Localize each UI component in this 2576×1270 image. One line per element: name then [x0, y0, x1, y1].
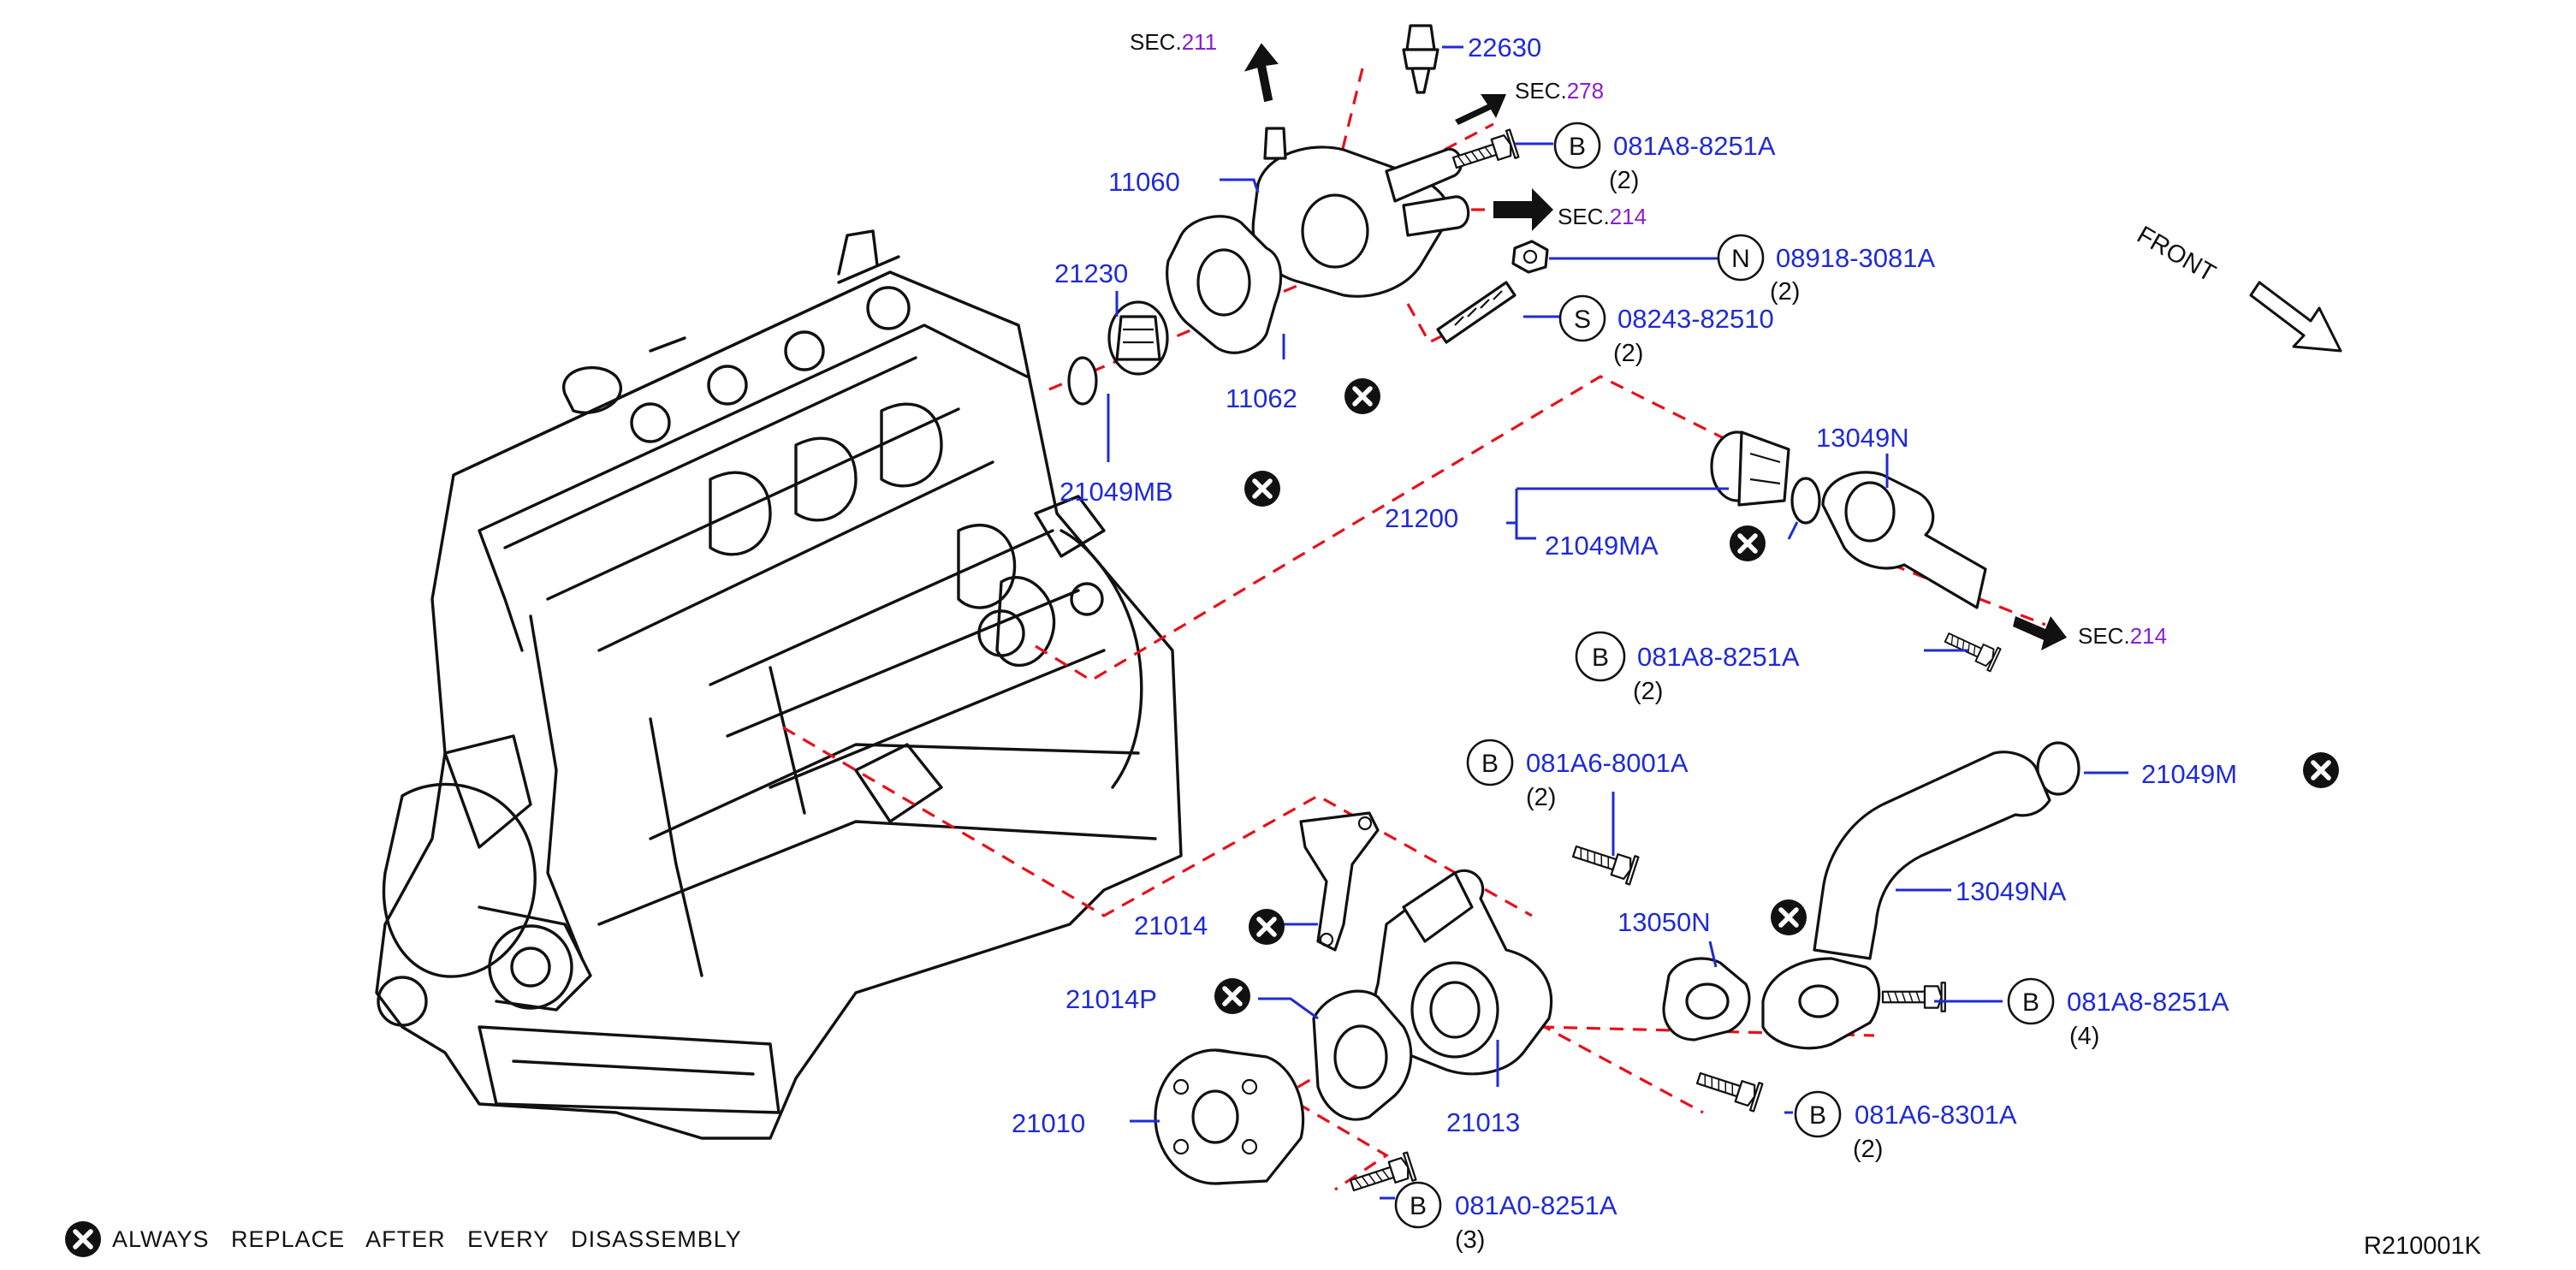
part-label-11062: 11062 [1226, 383, 1297, 413]
label-leader-lines [1107, 45, 2128, 1200]
x-circle-icon [1730, 525, 1766, 561]
sec-278-ref[interactable]: SEC.278 [1515, 78, 1604, 104]
part-label-21013: 21013 [1446, 1107, 1520, 1137]
sec-211-ref[interactable]: SEC.211 [1130, 29, 1217, 55]
part-label-21014: 21014 [1134, 911, 1208, 941]
svg-text:B: B [1410, 1192, 1427, 1220]
fastener-callout-6: B 081A8-8251A (4) [2007, 977, 2229, 1050]
thermostat-21200 [1710, 430, 1790, 507]
x-circle-icon [1344, 378, 1380, 414]
svg-text:081A8-8251A: 081A8-8251A [1613, 131, 1776, 161]
sec-214-ref-right[interactable]: SEC.214 [2078, 623, 2167, 649]
part-label-21010: 21010 [1012, 1108, 1085, 1138]
arrow-to-sec278 [1455, 94, 1506, 125]
x-circle-icon [1214, 978, 1250, 1014]
svg-text:B: B [2022, 988, 2039, 1017]
svg-text:N: N [1731, 245, 1750, 273]
o-ring-21049M [2036, 741, 2080, 796]
svg-text:081A8-8251A: 081A8-8251A [1637, 642, 1800, 672]
nut-08918 [1511, 240, 1549, 274]
gasket-13050N [1662, 957, 1751, 1042]
svg-text:(2): (2) [1770, 278, 1800, 306]
legend-text: ALWAYS REPLACE AFTER EVERY DISASSEMBLY [112, 1226, 742, 1252]
gasket-11062 [1166, 215, 1283, 354]
water-inlet-13049N [1821, 471, 1987, 609]
engine-assembly [375, 229, 1183, 1140]
fastener-callout-4: B 081A8-8251A (2) [1575, 631, 1800, 705]
svg-text:081A6-8301A: 081A6-8301A [1855, 1100, 2017, 1130]
sec-214-ref-top[interactable]: SEC.214 [1558, 204, 1647, 229]
water-outlet-11060 [1251, 127, 1470, 298]
o-ring-21049MA [1790, 477, 1821, 525]
arrow-to-sec211 [1243, 43, 1279, 103]
fastener-callout-3: S 08243-82510 (2) [1558, 294, 1774, 367]
svg-text:(2): (2) [1853, 1136, 1883, 1163]
part-label-13049N: 13049N [1816, 423, 1909, 453]
o-ring-21049MB [1067, 356, 1098, 406]
x-circle-icon [1771, 899, 1807, 935]
temperature-sensor-22630 [1402, 24, 1439, 94]
svg-text:B: B [1569, 133, 1586, 161]
x-circle-icon [2303, 752, 2339, 788]
front-label: FRONT [2133, 221, 2221, 288]
x-circle-icon [65, 1221, 101, 1257]
gasket-21014P [1312, 989, 1413, 1121]
bolt-081A8-right [1940, 625, 2002, 673]
part-label-13050N: 13050N [1617, 907, 1711, 937]
svg-text:B: B [1592, 644, 1609, 672]
part-label-21200: 21200 [1385, 503, 1458, 533]
svg-text:(4): (4) [2069, 1023, 2099, 1050]
stud-08243 [1436, 281, 1517, 344]
svg-text:(2): (2) [1526, 784, 1556, 811]
x-circle-icon [1244, 471, 1280, 507]
svg-text:(2): (2) [1633, 678, 1663, 705]
water-pipe-13049NA [1761, 751, 2051, 1050]
gasket-21014 [1299, 811, 1380, 952]
svg-text:08243-82510: 08243-82510 [1617, 304, 1774, 334]
svg-text:S: S [1574, 306, 1591, 334]
bolt-081A8-8251A-lower [1881, 982, 1946, 1012]
diagram-id: R210001K [2364, 1232, 2482, 1260]
fastener-callout-2: N 08918-3081A (2) [1717, 234, 1935, 306]
svg-text:081A0-8251A: 081A0-8251A [1455, 1190, 1617, 1220]
water-pump-housing-21013 [1373, 869, 1553, 1076]
arrow-to-sec214-right [2013, 616, 2067, 650]
part-label-21049MB: 21049MB [1059, 477, 1173, 507]
part-label-21230: 21230 [1054, 258, 1128, 288]
front-direction-arrow [2249, 281, 2342, 353]
bolt-081A6-8001A [1569, 836, 1640, 886]
fastener-callout-7: B 081A6-8301A (2) [1794, 1090, 2017, 1163]
part-label-21049M: 21049M [2141, 759, 2237, 789]
part-label-13049NA: 13049NA [1956, 876, 2067, 906]
svg-text:08918-3081A: 08918-3081A [1776, 243, 1935, 273]
fastener-callout-1: B 081A8-8251A (2) [1553, 122, 1776, 194]
svg-text:B: B [1809, 1101, 1826, 1130]
x-circle-icon [1249, 909, 1285, 945]
fastener-callout-5: B 081A6-8001A (2) [1466, 739, 1689, 811]
svg-text:B: B [1481, 750, 1499, 778]
svg-text:(2): (2) [1613, 340, 1643, 367]
fastener-callout-8: B 081A0-8251A (3) [1394, 1181, 1617, 1254]
part-label-21049MA: 21049MA [1545, 531, 1659, 561]
svg-text:081A8-8251A: 081A8-8251A [2067, 987, 2229, 1017]
part-label-21014P: 21014P [1065, 984, 1157, 1014]
part-label-11060: 11060 [1108, 167, 1180, 197]
bolt-081A6-8301A [1693, 1063, 1764, 1113]
arrow-to-sec214-top [1493, 188, 1553, 231]
part-label-22630: 22630 [1468, 33, 1541, 62]
svg-text:(2): (2) [1609, 167, 1639, 194]
svg-text:081A6-8001A: 081A6-8001A [1526, 748, 1689, 778]
thermostat-21230 [1107, 300, 1169, 376]
water-pump-pulley-21010 [1154, 1048, 1305, 1185]
svg-text:(3): (3) [1455, 1226, 1485, 1254]
